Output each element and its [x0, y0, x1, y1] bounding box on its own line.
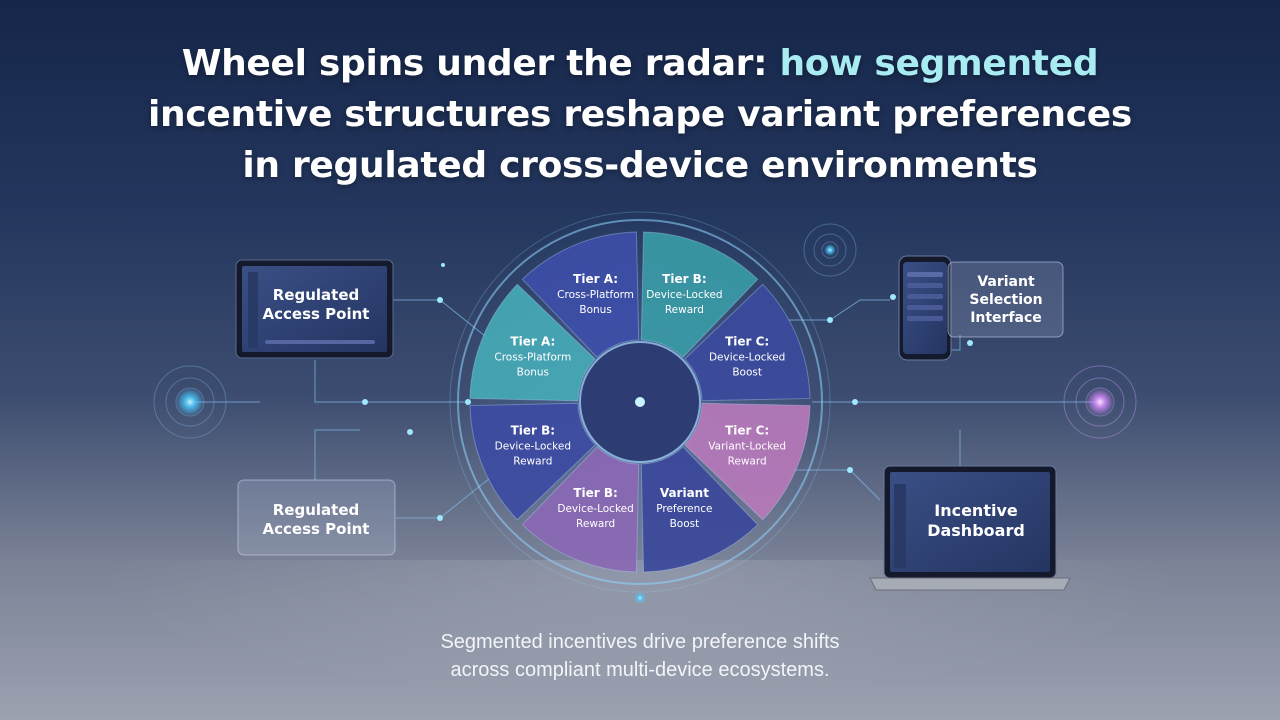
wheel-outer-ring	[457, 219, 823, 585]
wheel-segment-7	[469, 402, 596, 521]
wheel-segment-3-label-1: Tier C:	[725, 335, 769, 349]
caption-line2: across compliant multi-device ecosystems…	[450, 659, 830, 681]
wheel-segment-3-label-3: Boost	[732, 367, 762, 379]
wheel-center-dot	[635, 397, 645, 407]
panel-left-label-2: Access Point	[263, 520, 370, 538]
panel-left: Regulated Access Point	[237, 479, 396, 556]
connector-panel-up	[314, 429, 360, 480]
wheel-segment-4-label-2: Variant-Locked	[708, 440, 786, 452]
wheel-segment-1	[521, 231, 640, 358]
title-accent: how segmented	[779, 43, 1099, 84]
wheel-segment-1-label-3: Bonus	[579, 304, 611, 316]
phone-panel-label-3: Interface	[970, 310, 1042, 326]
wheel-halo-ring	[449, 211, 831, 593]
title-part1: Wheel spins under the radar:	[181, 43, 780, 84]
wheel-segment-3	[684, 283, 811, 402]
top-right-rings	[803, 223, 857, 277]
tablet-left-label-2: Access Point	[263, 305, 370, 323]
panel-left-label-1: Regulated	[273, 501, 359, 519]
caption: Segmented incentives drive preference sh…	[300, 628, 980, 684]
wheel-segment-7-label-3: Reward	[513, 455, 552, 467]
phone-panel-label-2: Selection	[969, 292, 1042, 308]
phone-device	[898, 255, 952, 361]
wheel-segment-5-label-3: Boost	[670, 518, 700, 530]
wheel-segment-6-label-3: Reward	[576, 518, 615, 530]
wheel-segment-1-label-1: Tier A:	[573, 272, 618, 286]
caption-line1: Segmented incentives drive preference sh…	[440, 631, 840, 653]
title-line2: incentive structures reshape variant pre…	[147, 94, 1132, 135]
wheel-segment-7-label-2: Device-Locked	[495, 440, 571, 452]
right-signal-dot	[1086, 388, 1114, 416]
wheel-segment-8-label-1: Tier A:	[510, 335, 555, 349]
wheel-segment-2-label-1: Tier B:	[662, 272, 706, 286]
wheel-segment-6-label-1: Tier B:	[573, 486, 617, 500]
wheel-segment-4	[684, 402, 811, 521]
wheel-segment-6	[521, 446, 640, 573]
wheel-segment-6-label-2: Device-Locked	[557, 503, 633, 515]
wheel-segment-3-label-2: Device-Locked	[709, 352, 785, 364]
wheel-segment-8-label-3: Bonus	[517, 367, 549, 379]
wheel-segment-5-label-1: Variant	[660, 486, 709, 500]
laptop-device: Incentive Dashboard	[869, 465, 1071, 591]
wheel-segment-8-label-2: Cross-Platform	[494, 352, 571, 364]
wheel-segment-4-label-3: Reward	[728, 455, 767, 467]
wheel-segment-7-label-1: Tier B:	[511, 423, 555, 437]
connector-left-mid	[314, 360, 468, 403]
top-right-dot	[824, 244, 836, 256]
wheel-segment-4-label-1: Tier C:	[725, 423, 769, 437]
laptop-label-1: Incentive	[934, 501, 1018, 520]
wheel-segment-1-label-2: Cross-Platform	[557, 289, 634, 301]
phone-panel-label-1: Variant	[977, 274, 1035, 290]
wheel-segment-8	[469, 283, 596, 402]
wheel-segment-5-label-2: Preference	[656, 503, 712, 515]
title-line3: in regulated cross-device environments	[242, 145, 1038, 186]
page-title: Wheel spins under the radar: how segment…	[90, 38, 1190, 191]
wheel-segment-2-label-3: Reward	[665, 304, 704, 316]
wheel-segment-2	[640, 231, 759, 358]
phone-panel: Variant Selection Interface	[947, 261, 1064, 338]
wheel-segment-2-label-2: Device-Locked	[646, 289, 722, 301]
laptop-label-2: Dashboard	[927, 521, 1025, 540]
tablet-left-label-1: Regulated	[273, 286, 359, 304]
wheel-segment-5	[640, 446, 759, 573]
tablet-left-device: Regulated Access Point	[235, 259, 394, 359]
left-signal-dot	[176, 388, 204, 416]
